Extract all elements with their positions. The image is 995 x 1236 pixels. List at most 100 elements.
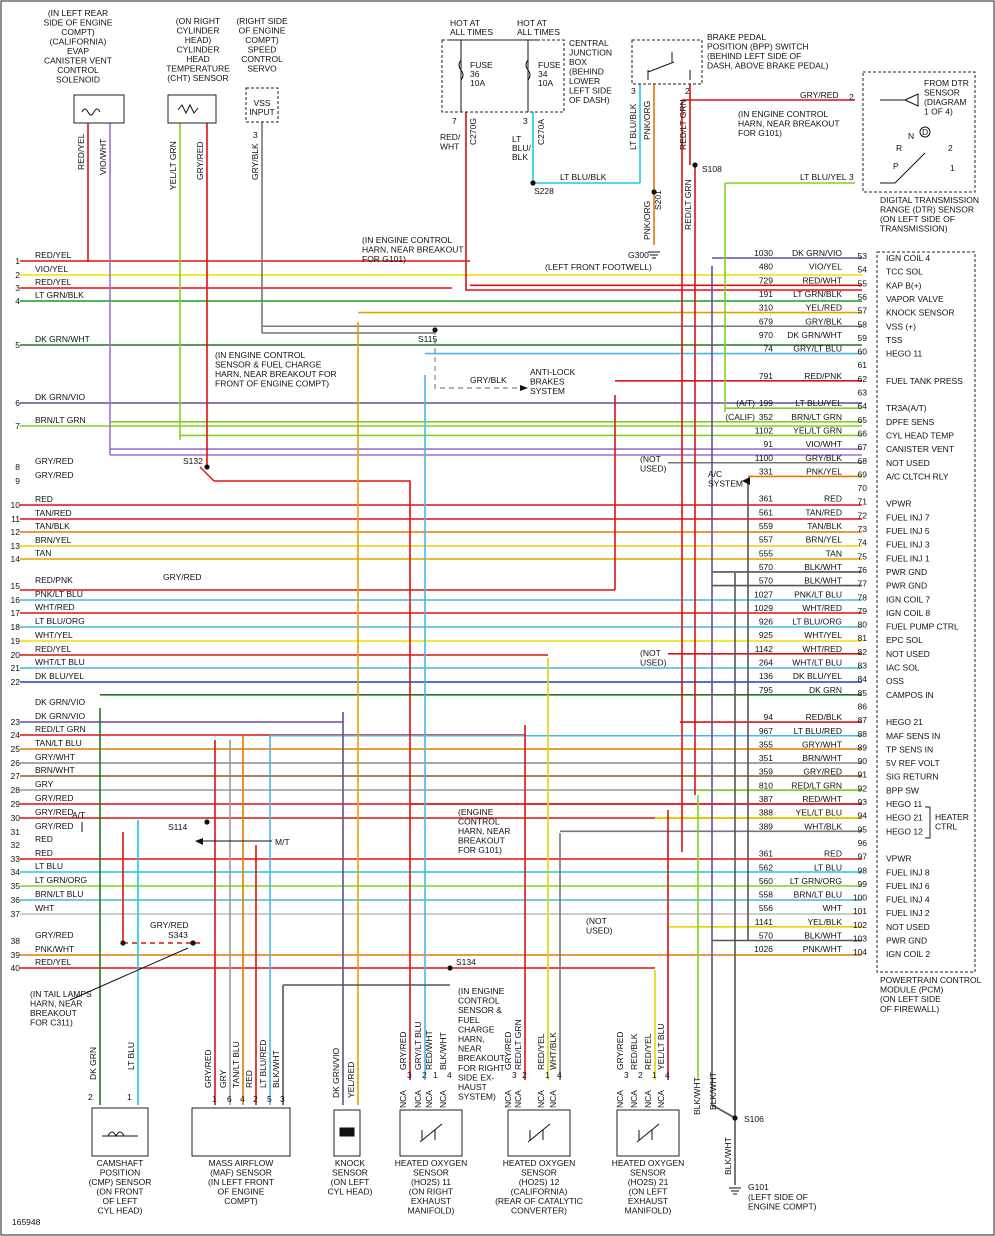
left-row-number: 7 — [15, 421, 20, 431]
evap-solenoid-label: COMPT) — [61, 27, 95, 37]
pcm-circuit-number: 810 — [759, 780, 773, 790]
left-row-label: TAN/RED — [35, 508, 72, 518]
wire-label: WHT — [440, 142, 459, 152]
vss-input-label: INPUT — [249, 107, 275, 117]
pin-number: 2 — [88, 1092, 93, 1102]
not-used-label: (NOT — [586, 916, 607, 926]
breakout-label: FOR G101) — [458, 845, 502, 855]
pcm-wire-label: TAN — [826, 548, 842, 558]
bpp-switch-label: (BEHIND LEFT SIDE OF — [707, 51, 801, 61]
fuse-34: FUSE — [538, 60, 561, 70]
cmp-label: POSITION — [100, 1168, 141, 1178]
pcm-pin-function: FUEL TANK PRESS — [886, 376, 963, 386]
left-row-label: GRY — [35, 779, 54, 789]
pcm-pin-number: 84 — [858, 674, 868, 684]
left-row-label: DK BLU/YEL — [35, 671, 84, 681]
pin-number: 3 — [512, 1070, 517, 1080]
knock-sensor-icon — [339, 1127, 355, 1137]
cmp-label: CAMSHAFT — [97, 1158, 144, 1168]
pcm-pin-number: 71 — [858, 497, 868, 507]
left-row-number: 33 — [11, 854, 21, 864]
splice-dot — [204, 464, 210, 470]
ho2s-label: EXHAUST — [628, 1196, 668, 1206]
pin-number: 6 — [227, 1094, 232, 1104]
pcm-wire-label: TAN/BLK — [807, 521, 842, 531]
pcm-pin-function: FUEL INJ 5 — [886, 526, 930, 536]
cht-sensor-label: TEMPERATURE — [166, 64, 230, 74]
breakout-label: CONTROL — [458, 817, 500, 827]
breakout-label: FOR G101) — [362, 254, 406, 264]
ground-location: ENGINE COMPT) — [748, 1202, 817, 1212]
pcm-pin-function: NOT USED — [886, 458, 930, 468]
ho2s-label: MANIFOLD) — [408, 1206, 455, 1216]
wire-label: LT BLU/BLK — [628, 103, 638, 150]
pcm-circuit-number: 387 — [759, 794, 773, 804]
pcm-circuit-number: 351 — [759, 753, 773, 763]
left-row-label: PNK/WHT — [35, 944, 74, 954]
pcm-pin-number: 87 — [858, 715, 868, 725]
pcm-pin-function: KAP B(+) — [886, 280, 922, 290]
ho2s-sensor-icon — [419, 1123, 443, 1143]
pcm-circuit-number: 191 — [759, 289, 773, 299]
wire-label: DK GRN — [88, 1047, 98, 1080]
pcm-pin-function: NOT USED — [886, 922, 930, 932]
breakout-label: HAUST — [458, 1082, 487, 1092]
nca-label: NCA — [424, 1090, 434, 1108]
not-used-label: USED) — [640, 658, 667, 668]
dtr-d-icon — [919, 126, 931, 138]
breakout-label: CHARGE — [458, 1024, 495, 1034]
pcm-circuit-number: 729 — [759, 275, 773, 285]
pcm-pin-number: 65 — [858, 415, 868, 425]
pcm-pin-number: 63 — [858, 388, 868, 398]
wire-label: TAN/LT BLU — [231, 1041, 241, 1088]
wire-label: RED/YEL — [536, 1033, 546, 1070]
left-row-number: 15 — [11, 581, 21, 591]
pcm-wire-label: WHT/RED — [802, 603, 842, 613]
knock-label: KNOCK — [335, 1158, 366, 1168]
pcm-pin-function: CAMPOS IN — [886, 690, 934, 700]
s132-cross — [199, 466, 215, 482]
left-row-label: BRN/WHT — [35, 765, 75, 775]
ho2s-label: CONVERTER) — [511, 1206, 567, 1216]
dtr-label: TRANSMISSION) — [880, 224, 948, 234]
vss-servo-label: SERVO — [247, 64, 277, 74]
left-row-number: 1 — [15, 256, 20, 266]
ground-icon — [729, 1187, 741, 1195]
pcm-pin-function: HEGO 12 — [886, 826, 923, 836]
ho2s-label: HEATED OXYGEN — [503, 1158, 576, 1168]
pcm-wire-label: WHT/RED — [802, 644, 842, 654]
pcm-pin-function: DPFE SENS — [886, 417, 935, 427]
pcm-wire-label: RED/LT GRN — [791, 780, 842, 790]
splice-label: S106 — [744, 1114, 764, 1124]
pcm-pin-number: 93 — [858, 797, 868, 807]
pcm-pin-function: FUEL INJ 3 — [886, 540, 930, 550]
pcm-title: OF FIREWALL) — [880, 1004, 939, 1014]
pcm-pin-function: HEGO 21 — [886, 717, 923, 727]
pcm-circuit-number: 94 — [764, 712, 774, 722]
pcm-pin-function: NOT USED — [886, 649, 930, 659]
pcm-wire-label: DK GRN — [809, 685, 842, 695]
ground-label: G101 — [748, 1182, 769, 1192]
ho2s-label: SENSOR — [521, 1168, 557, 1178]
pcm-wire-label: BRN/YEL — [806, 535, 843, 545]
pcm-pin-number: 59 — [858, 333, 868, 343]
ground-location: (LEFT FRONT FOOTWELL) — [545, 262, 652, 272]
left-row-label: WHT/LT BLU — [35, 657, 85, 667]
left-row-label: DK GRN/VIO — [35, 711, 85, 721]
left-row-label: GRY/RED — [35, 470, 74, 480]
breakout-label: SENSOR & FUEL CHARGE — [215, 360, 322, 370]
pcm-pin-number: 100 — [853, 893, 867, 903]
knock-label: SENSOR — [332, 1168, 368, 1178]
ground-location: (LEFT SIDE OF — [748, 1192, 808, 1202]
pcm-pin-function: KNOCK SENSOR — [886, 308, 955, 318]
ho2s-sensor-box — [507, 1109, 571, 1157]
pcm-pin-number: 69 — [858, 469, 868, 479]
cjb-label: CENTRAL — [569, 38, 609, 48]
pin-number: 3 — [407, 1070, 412, 1080]
pcm-pin-function: HEGO 21 — [886, 813, 923, 823]
cmp-label: CYL HEAD) — [97, 1206, 142, 1216]
pcm-circuit-number: 926 — [759, 617, 773, 627]
ho2s-label: (HO2S) 11 — [411, 1177, 451, 1187]
pcm-circuit-number: 1102 — [755, 425, 774, 435]
pcm-pin-function: IGN COIL 7 — [886, 594, 930, 604]
